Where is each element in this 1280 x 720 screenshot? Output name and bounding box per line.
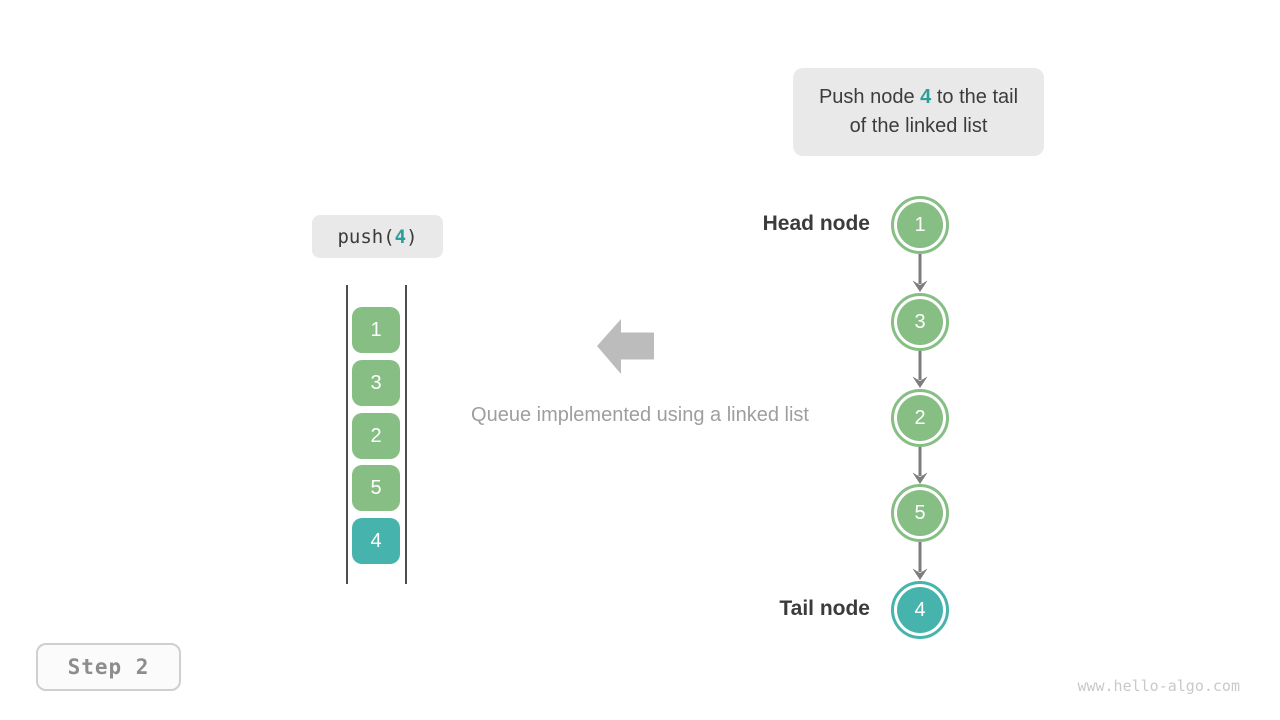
queue-rail-left bbox=[346, 285, 348, 584]
watermark: www.hello-algo.com bbox=[1077, 677, 1240, 695]
linked-list-node: 2 bbox=[891, 389, 949, 447]
step-badge: Step 2 bbox=[36, 643, 181, 691]
diagram-caption: Queue implemented using a linked list bbox=[471, 404, 809, 426]
linked-list-node: 4 bbox=[891, 581, 949, 639]
queue-item: 3 bbox=[352, 360, 400, 406]
linked-list-node: 3 bbox=[891, 293, 949, 351]
left-block-arrow-icon bbox=[597, 319, 654, 374]
queue-item: 1 bbox=[352, 307, 400, 353]
node-value: 5 bbox=[897, 490, 943, 536]
tail-node-label: Tail node bbox=[779, 597, 870, 620]
down-arrow-icon bbox=[912, 542, 928, 580]
queue-item: 4 bbox=[352, 518, 400, 564]
queue-item: 2 bbox=[352, 413, 400, 459]
node-value: 4 bbox=[897, 587, 943, 633]
node-value: 2 bbox=[897, 395, 943, 441]
queue-item: 5 bbox=[352, 465, 400, 511]
down-arrow-icon bbox=[912, 446, 928, 484]
callout-highlight-value: 4 bbox=[920, 86, 932, 108]
head-node-label: Head node bbox=[762, 212, 870, 235]
linked-list-node: 5 bbox=[891, 484, 949, 542]
linked-list-node: 1 bbox=[891, 196, 949, 254]
push-arg-value: 4 bbox=[394, 225, 407, 248]
node-value: 3 bbox=[897, 299, 943, 345]
push-operation-chip: push(4) bbox=[312, 215, 443, 258]
queue-rail-right bbox=[405, 285, 407, 584]
callout-bubble: Push node 4 to the tail of the linked li… bbox=[793, 68, 1044, 156]
down-arrow-icon bbox=[912, 254, 928, 292]
callout-text: Push node 4 to the tail of the linked li… bbox=[818, 86, 1019, 137]
node-value: 1 bbox=[897, 202, 943, 248]
down-arrow-icon bbox=[912, 350, 928, 388]
push-chip-text: push(4) bbox=[337, 225, 418, 248]
